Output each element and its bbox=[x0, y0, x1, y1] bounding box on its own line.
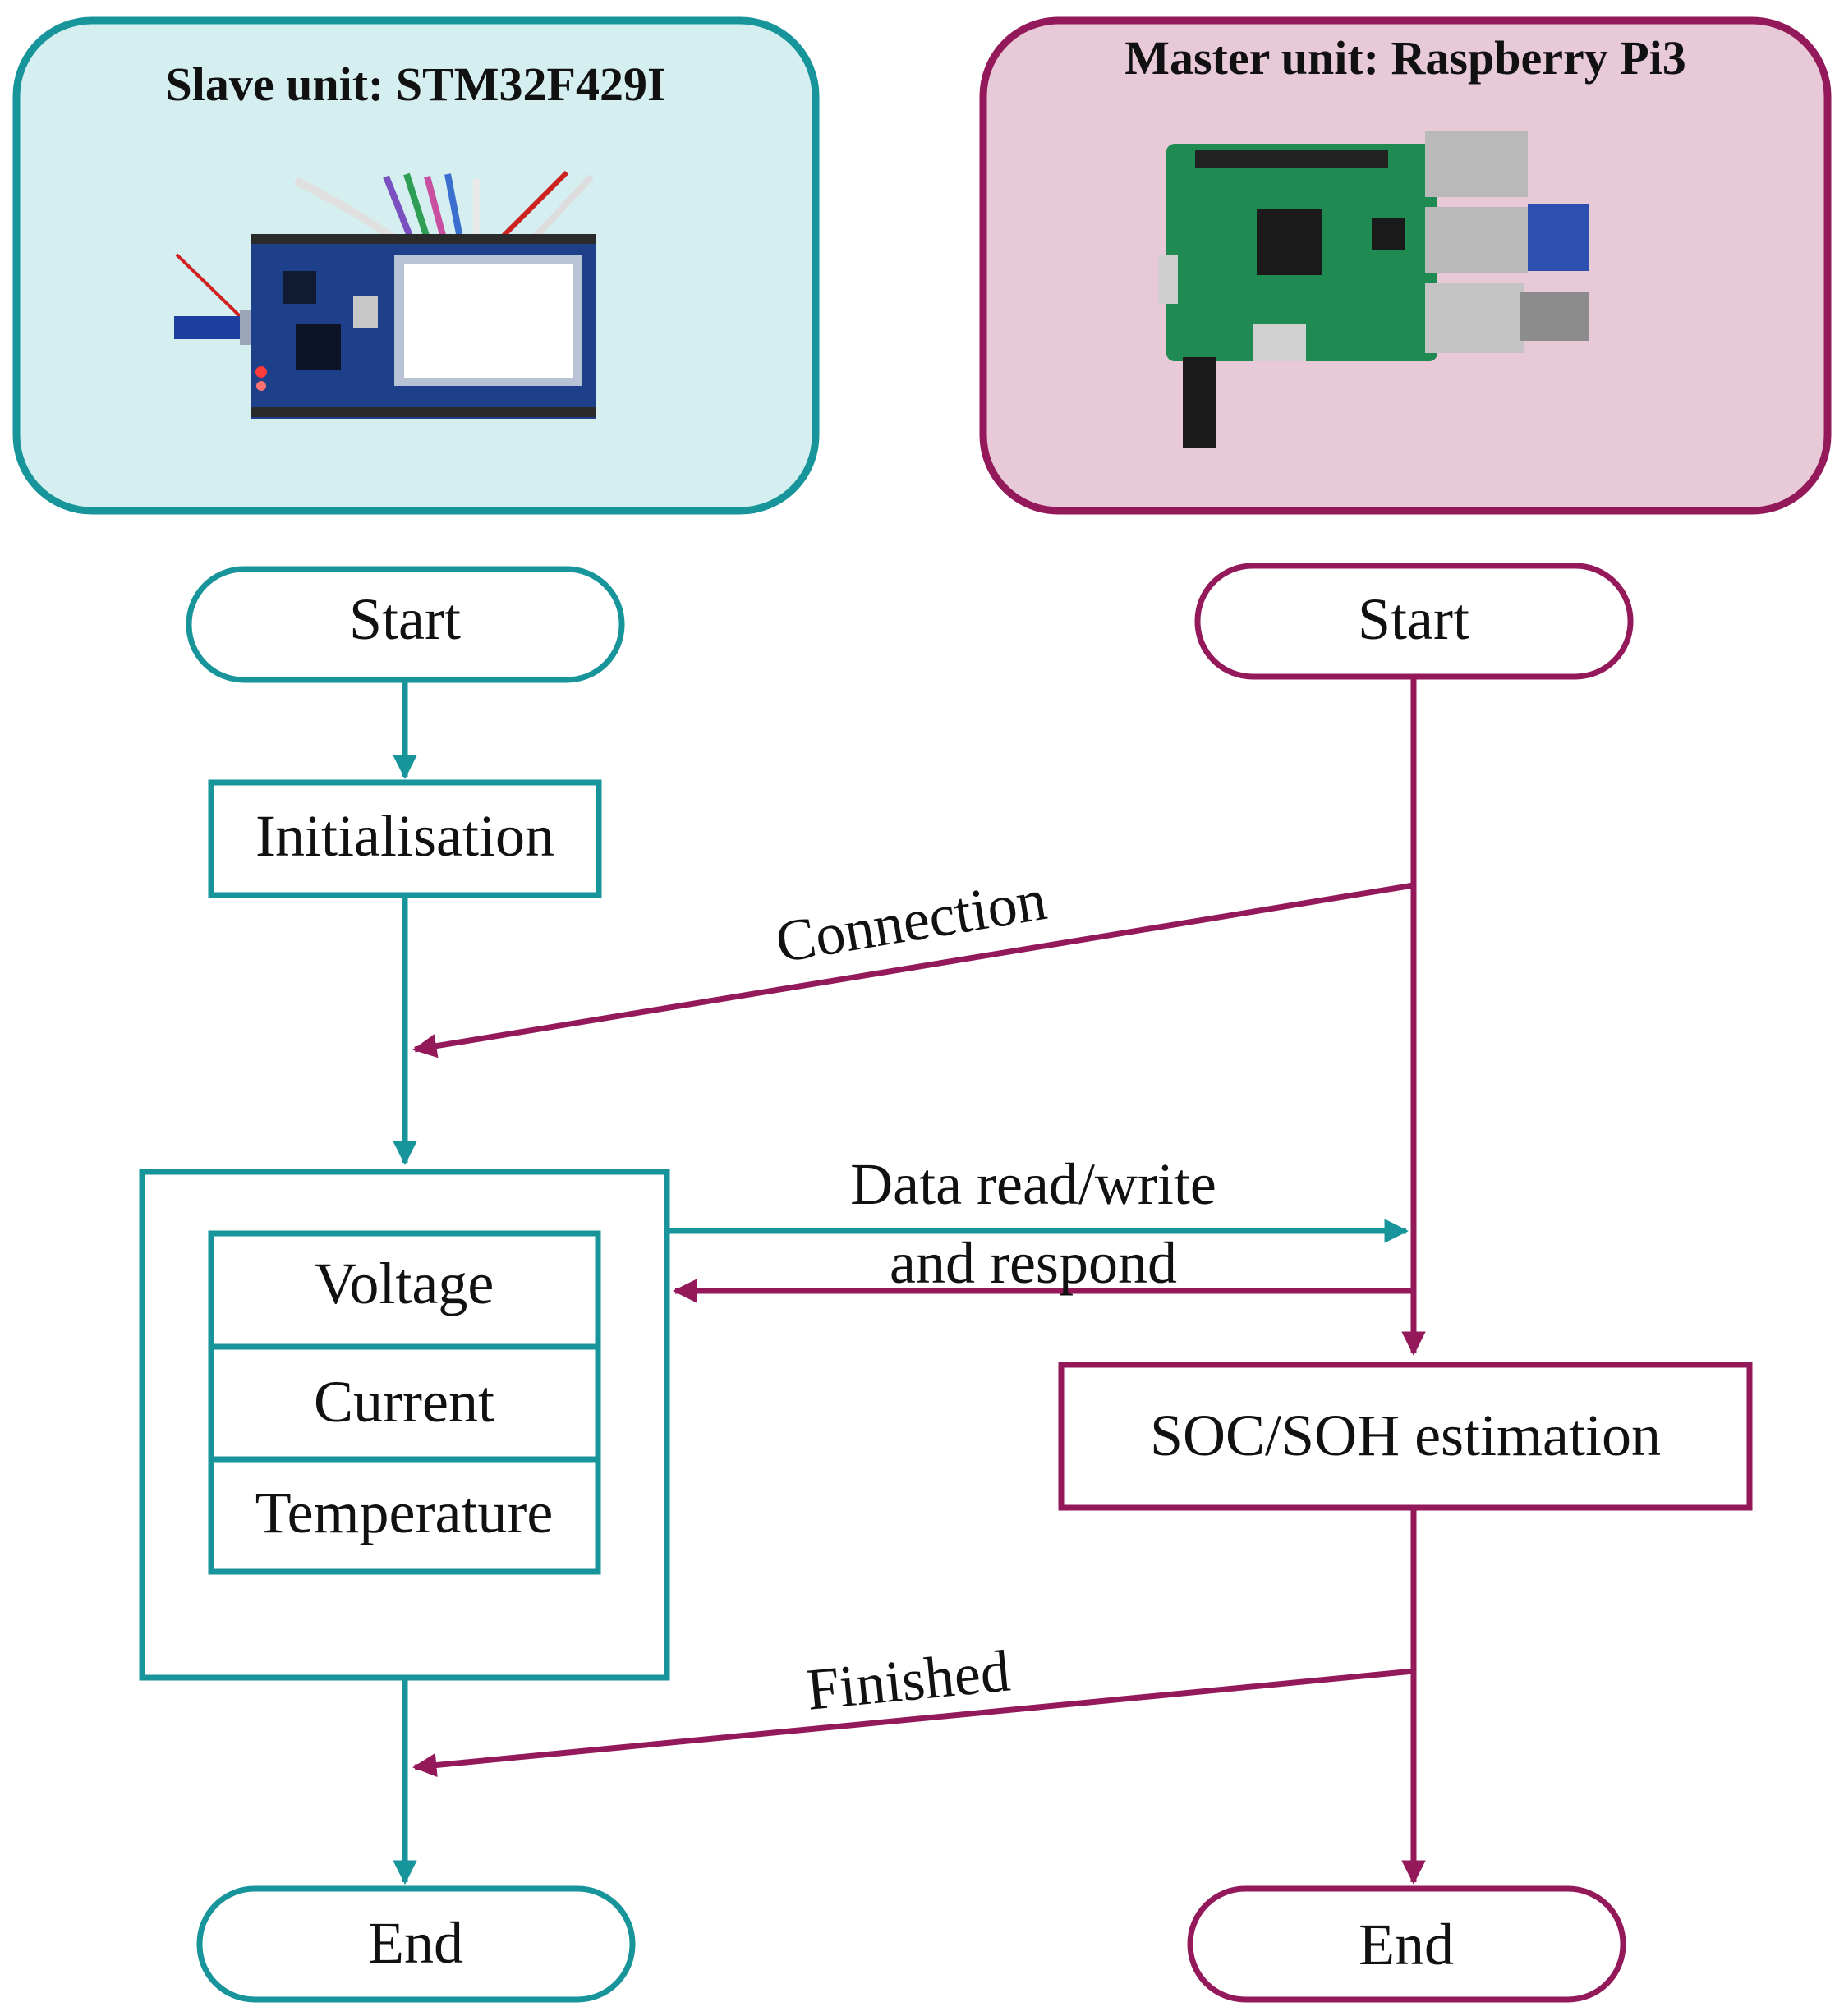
master-flow: Start SOC/SOH estimation End bbox=[1058, 563, 1753, 2003]
slave-unit-panel: Slave unit: STM32F429I bbox=[12, 16, 820, 515]
data-label-line2: and respond bbox=[890, 1230, 1177, 1296]
slave-end-label: End bbox=[368, 1910, 463, 1976]
raspberry-pi-image bbox=[1158, 131, 1589, 448]
master-estimation-box bbox=[1058, 1362, 1753, 1511]
measurement-current-box bbox=[208, 1343, 601, 1463]
slave-start-label: Start bbox=[349, 586, 461, 652]
slave-unit-title: Slave unit: STM32F429I bbox=[165, 57, 665, 111]
connection-label: Connection bbox=[771, 866, 1051, 976]
stm32-board-image bbox=[174, 170, 596, 419]
measurement-current-label: Current bbox=[314, 1369, 494, 1435]
measurement-temperature-label: Temperature bbox=[255, 1480, 554, 1545]
slave-init-box bbox=[208, 779, 602, 898]
slave-flow: Start Initialisation Voltage Current Tem… bbox=[139, 566, 670, 2003]
finished-arrow bbox=[412, 1668, 1414, 1778]
slave-init-label: Initialisation bbox=[255, 803, 554, 869]
master-unit-panel: Master unit: Raspberry Pi3 bbox=[979, 16, 1832, 515]
master-estimation-label: SOC/SOH estimation bbox=[1150, 1403, 1661, 1468]
master-end-label: End bbox=[1359, 1912, 1454, 1977]
master-start-label: Start bbox=[1358, 586, 1469, 652]
slave-end-terminal bbox=[196, 1885, 636, 2003]
master-end-terminal bbox=[1187, 1885, 1626, 2003]
measurement-voltage-box bbox=[208, 1230, 601, 1350]
measurement-temperature-box bbox=[208, 1456, 601, 1575]
data-label-line1: Data read/write bbox=[850, 1151, 1216, 1217]
master-unit-title: Master unit: Raspberry Pi3 bbox=[1124, 31, 1686, 85]
connection-arrow bbox=[412, 882, 1414, 1059]
data-exchange-message: Data read/write and respond bbox=[667, 1151, 1414, 1303]
measurement-voltage-label: Voltage bbox=[315, 1251, 494, 1316]
